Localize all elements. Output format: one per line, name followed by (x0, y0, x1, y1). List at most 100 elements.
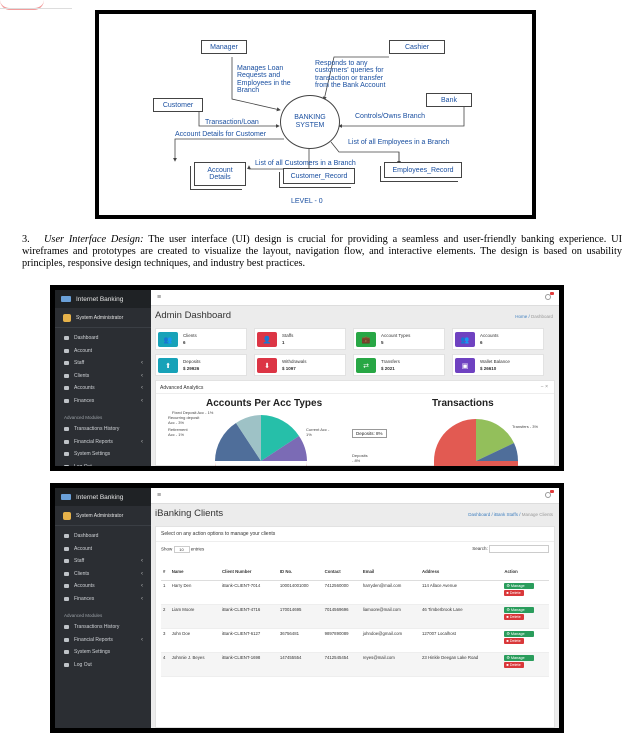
sidebar-item-clients[interactable]: Clients ‹ (55, 370, 151, 383)
table-cell-num: iBank-CLIENT-7014 (220, 580, 278, 605)
column-header[interactable]: ID No. (277, 563, 323, 581)
search-label: Search: (472, 546, 488, 552)
flow-label-employees: List of all Employees in a Branch (348, 139, 450, 146)
sidebar-item-finances[interactable]: Finances‹ (55, 395, 151, 408)
column-header[interactable]: Email (360, 563, 421, 581)
sidebar-item-label: Account (74, 545, 93, 552)
pie-slice-transfers (476, 418, 514, 461)
clients-screenshot: Internet Banking System Administrator Da… (50, 483, 564, 733)
sidebar-item-staff[interactable]: Staff‹ (55, 357, 151, 370)
sidebar-item-label: Accounts (74, 385, 95, 392)
briefcase-icon: 💼 (356, 332, 376, 347)
notification-bell-icon[interactable] (545, 490, 554, 498)
sidebar-item-staff[interactable]: Staff‹ (55, 555, 151, 568)
sidebar-item-dashboard[interactable]: Dashboard (55, 332, 151, 345)
pie-slice-current (261, 436, 307, 461)
entries-select[interactable]: 10 (173, 546, 190, 553)
user-panel[interactable]: System Administrator (55, 308, 151, 328)
analytics-panel: Advanced Analytics− × Accounts Per Acc T… (155, 380, 555, 466)
menu-toggle-icon[interactable]: ≡ (157, 294, 162, 301)
sidebar-item-system-settings[interactable]: System Settings (55, 646, 151, 659)
sidebar-item-logout[interactable]: Log Out (55, 461, 151, 466)
report-icon (64, 439, 69, 444)
user-tie-icon: 👤 (257, 332, 277, 347)
sidebar-item-logout[interactable]: Log Out (55, 659, 151, 672)
manage-button[interactable]: ⚙ Manage (504, 630, 535, 637)
brand[interactable]: Internet Banking (55, 488, 151, 506)
table-cell-address: 23 Hinkle Deegan Lake Road (420, 652, 503, 677)
list-number: 3. (22, 234, 30, 245)
stat-card[interactable]: ⇄Transfers$ 2021 (353, 354, 445, 376)
table-cell-id: 36756481 (277, 628, 323, 653)
chart-tooltip: Deposits: 8% (352, 429, 387, 438)
column-header[interactable]: Name (169, 563, 221, 581)
sidebar-item-label: System Settings (74, 451, 111, 458)
column-header[interactable]: Address (420, 563, 503, 581)
sidebar-item-transactions-history[interactable]: Transactions History (55, 621, 151, 634)
exchange-icon (64, 625, 69, 630)
entity-cashier-label: Cashier (404, 43, 430, 51)
table-controls: Show 10 entries Search: (156, 542, 554, 556)
store-employees-record: Employees_Record (384, 162, 462, 178)
sidebar-item-label: Financial Reports (74, 636, 113, 643)
sidebar-item-finances[interactable]: Finances‹ (55, 593, 151, 606)
sidebar-item-financial-reports[interactable]: Financial Reports ‹ (55, 634, 151, 647)
entity-customer-label: Customer (162, 101, 194, 109)
sidebar-item-transactions-history[interactable]: Transactions History (55, 423, 151, 436)
brand[interactable]: Internet Banking (55, 290, 151, 308)
user-panel[interactable]: System Administrator (55, 506, 151, 526)
column-header[interactable]: Contact (322, 563, 361, 581)
column-header[interactable]: Client Number (220, 563, 278, 581)
flow-cashier-line: Responds to any (315, 60, 368, 67)
store-customer-record: Customer_Record (283, 168, 355, 184)
stat-card[interactable]: ⬇Withdrawals$ 1097 (254, 354, 346, 376)
dashboard-icon (64, 336, 69, 341)
menu-toggle-icon[interactable]: ≡ (157, 492, 162, 499)
pie-slice-savings (215, 461, 307, 466)
sidebar-item-account[interactable]: Account (55, 345, 151, 358)
notification-bell-icon[interactable] (545, 292, 554, 300)
sidebar-item-dashboard[interactable]: Dashboard (55, 530, 151, 543)
sidebar-item-accounts[interactable]: Accounts‹ (55, 580, 151, 593)
report-icon (64, 637, 69, 642)
sidebar-item-accounts[interactable]: Accounts ‹ (55, 382, 151, 395)
manage-button[interactable]: ⚙ Manage (504, 582, 535, 589)
sidebar-item-label: Account (74, 347, 93, 354)
table-cell-n: 3 (161, 628, 170, 653)
search-input[interactable] (489, 545, 549, 553)
sidebar-item-financial-reports[interactable]: Financial Reports‹ (55, 436, 151, 449)
breadcrumb-staffs[interactable]: iBank Staffs (494, 512, 518, 517)
chevron-left-icon: ‹ (141, 372, 143, 379)
sidebar-item-label: Clients (74, 372, 90, 379)
store-employees-record-label: Employees_Record (392, 166, 454, 174)
chevron-left-icon: ‹ (141, 385, 143, 391)
sidebar-item-system-settings[interactable]: System Settings (55, 448, 151, 461)
sidebar-item-account[interactable]: Account (55, 543, 151, 556)
stat-card[interactable]: ▣Wallet Balance$ 26610 (452, 354, 544, 376)
sidebar-item-clients[interactable]: Clients‹ (55, 568, 151, 581)
breadcrumb-dashboard[interactable]: Dashboard (468, 512, 491, 517)
bank-logo-icon (61, 494, 71, 500)
delete-button[interactable]: ■ Delete (504, 589, 525, 596)
sidebar-item-label: Clients (74, 570, 90, 577)
delete-button[interactable]: ■ Delete (504, 661, 525, 668)
user-icon (64, 546, 69, 551)
stat-card[interactable]: ⬆Deposits$ 29926 (155, 354, 247, 376)
breadcrumb-home[interactable]: Home (515, 314, 528, 319)
delete-button[interactable]: ■ Delete (504, 637, 525, 644)
table-cell-address: 114 Allace Avenue (420, 580, 503, 605)
panel-controls[interactable]: − × (540, 384, 548, 390)
manage-button[interactable]: ⚙ Manage (504, 654, 535, 661)
table-cell-contact: 7014569696 (322, 604, 361, 629)
table-cell-action: ⚙ Manage■ Delete (502, 604, 549, 629)
stat-card-title: Withdrawals (282, 359, 307, 364)
delete-button[interactable]: ■ Delete (504, 613, 525, 620)
chevron-left-icon: ‹ (141, 636, 143, 643)
flow-label-customers: List of all Customers in a Branch (255, 160, 356, 167)
manage-button[interactable]: ⚙ Manage (504, 606, 535, 613)
column-header[interactable]: # (161, 563, 170, 581)
